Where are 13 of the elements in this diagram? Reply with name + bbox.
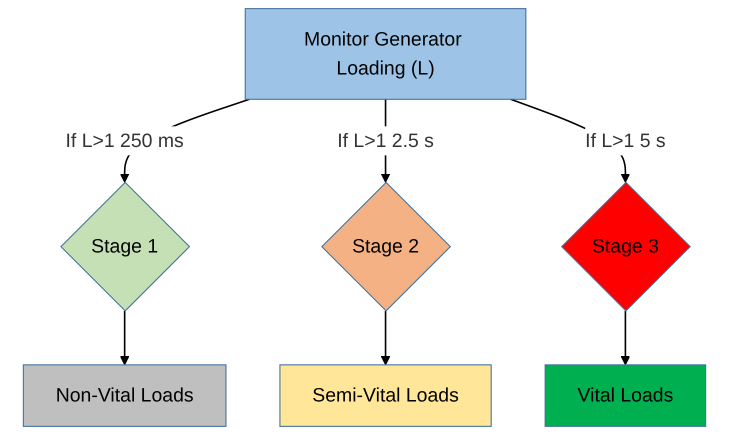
node-box: Vital Loads xyxy=(544,364,706,427)
arrow xyxy=(620,310,630,366)
arrow xyxy=(120,310,130,366)
edge-label: If L>1 2.5 s xyxy=(337,130,434,152)
node-box: Monitor Generator Loading (L) xyxy=(244,8,526,100)
edge-label: If L>1 5 s xyxy=(585,130,666,152)
node-diamond: Stage 3 xyxy=(560,182,691,312)
edge-label: If L>1 250 ms xyxy=(66,130,184,152)
node-diamond: Stage 2 xyxy=(321,182,452,312)
arrow xyxy=(380,310,390,366)
node-box: Non-Vital Loads xyxy=(22,364,226,427)
node-box: Semi-Vital Loads xyxy=(279,364,492,427)
node-diamond: Stage 1 xyxy=(60,182,190,312)
